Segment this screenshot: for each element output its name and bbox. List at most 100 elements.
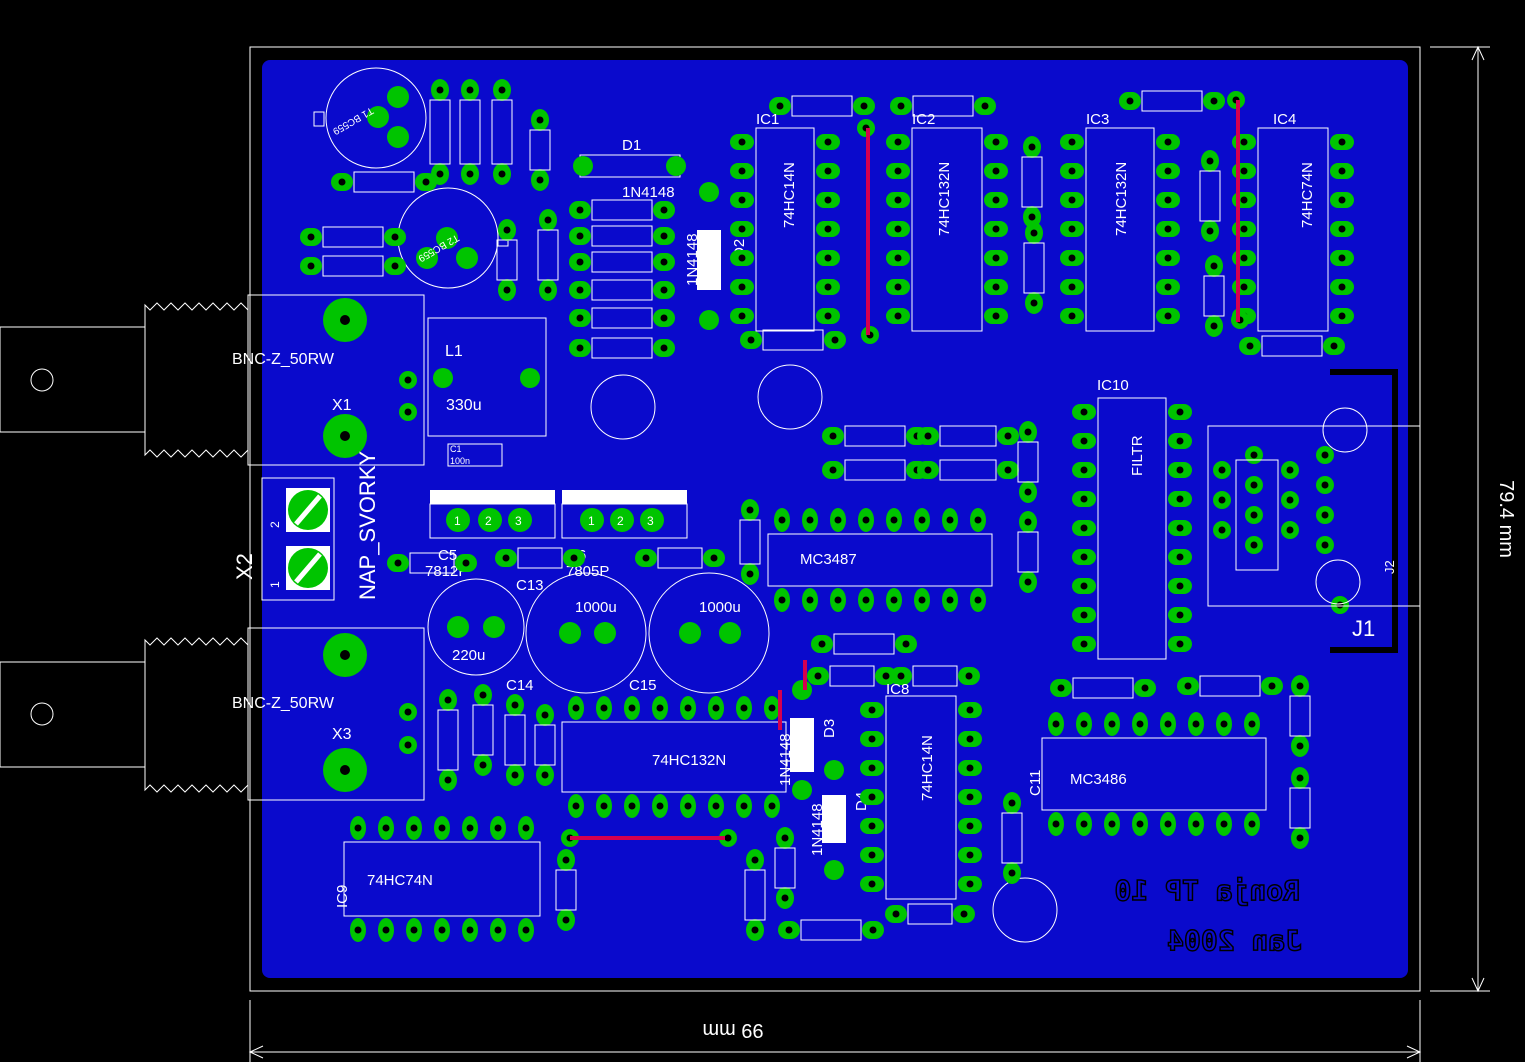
x2-value-label: NAP_SVORKY (355, 451, 380, 600)
ic10-ref: IC10 (1097, 377, 1129, 394)
cap-c14 (525, 572, 647, 694)
passive-part (555, 849, 577, 931)
led-3 (992, 877, 1058, 943)
ic3-package (1060, 127, 1180, 332)
passive-part (569, 337, 675, 359)
passive-part (569, 307, 675, 329)
d1-value: 1N4148 (622, 184, 675, 201)
x2-pin-1: 1 (268, 581, 282, 588)
x3-ref-label: X3 (332, 726, 352, 743)
passive-part (890, 95, 996, 117)
passive-part (1050, 677, 1156, 699)
ic2-value: 74HC132N (936, 162, 953, 236)
reg1-pin3: 3 (515, 514, 522, 528)
passive-part (569, 225, 675, 247)
passive-part (495, 547, 585, 569)
passive-part (472, 684, 494, 776)
c15-ref: C15 (629, 677, 657, 694)
ic10-value: FILTR (1129, 435, 1146, 476)
c1-ref: C1 (450, 444, 462, 454)
passive-part (1239, 335, 1345, 357)
height-dimension-label: 79.4 mm (1495, 480, 1517, 558)
passive-part (569, 279, 675, 301)
board-title: Ronja TP 10 Jan 2004 (1114, 873, 1303, 958)
led-2 (757, 364, 823, 430)
d4-value: 1N4148 (809, 803, 826, 856)
passive-part (529, 109, 551, 191)
passive-part (569, 251, 675, 273)
l1-value-label: 330u (446, 397, 482, 414)
x2-pin-2: 2 (268, 521, 282, 528)
mc3487-package (767, 508, 993, 612)
top-traces (570, 100, 1240, 840)
ic4-ref: IC4 (1273, 111, 1296, 128)
ic9-ref: IC9 (334, 885, 351, 908)
ic7-value: 74HC132N (652, 752, 726, 769)
ic1-package (730, 127, 840, 332)
passive-part (1289, 767, 1311, 849)
bnc-connector-x3 (0, 627, 425, 801)
reg2-pin3: 3 (647, 514, 654, 528)
c15-value: 1000u (699, 599, 741, 616)
c13-value: 220u (452, 647, 485, 664)
passive-part (885, 903, 975, 925)
ic1-ref: IC1 (756, 111, 779, 128)
ic1-value: 74HC14N (781, 162, 798, 228)
passive-part (459, 79, 481, 185)
dimension-width (248, 1000, 1422, 1062)
passive-part (1203, 255, 1225, 337)
passive-part (1017, 511, 1039, 593)
diode-d2-body (697, 230, 721, 290)
mc3486-package (1041, 712, 1267, 836)
ic2-ref: IC2 (912, 111, 935, 128)
regulator-7805 (561, 490, 688, 539)
passive-part (569, 199, 675, 221)
passive-part (1023, 222, 1045, 314)
bnc-connector-x1 (0, 294, 425, 466)
passive-part (811, 633, 917, 655)
passive-part (917, 459, 1019, 481)
cap-c15 (648, 572, 770, 694)
passive-part (496, 219, 518, 301)
passive-part (917, 425, 1019, 447)
reg2-pin1: 1 (588, 514, 595, 528)
c6-value: 7805P (566, 563, 609, 580)
ic3-ref: IC3 (1086, 111, 1109, 128)
passive-part (534, 704, 556, 786)
reg1-pin2: 2 (485, 514, 492, 528)
ic8-value: 74HC14N (919, 735, 936, 801)
led-1 (590, 374, 656, 440)
passive-part (387, 552, 477, 574)
ic8-package (860, 695, 982, 900)
passive-part (491, 79, 513, 185)
passive-part (1119, 90, 1225, 112)
ic9-package (343, 816, 541, 942)
x1-ref-label: X1 (332, 397, 352, 414)
passive-part (429, 79, 451, 185)
passive-part (774, 827, 796, 909)
transistor-t1 (313, 67, 427, 169)
j1-ref: J1 (1352, 616, 1375, 641)
x3-value-label: BNC-Z_50RW (232, 695, 335, 712)
passive-part (739, 499, 761, 585)
x2-ref-label: X2 (232, 553, 257, 580)
x1-value-label: BNC-Z_50RW (232, 351, 335, 368)
passive-part (769, 95, 875, 117)
passive-part (300, 226, 406, 248)
width-dimension-label: 99 mm (702, 1019, 763, 1041)
passive-part (744, 849, 766, 941)
reg1-pin1: 1 (454, 514, 461, 528)
passive-part (437, 689, 459, 791)
ic3-value: 74HC132N (1113, 162, 1130, 236)
diode-d4-body (822, 795, 846, 843)
c5-ref: C5 (438, 547, 457, 564)
connector-j2 (1207, 407, 1421, 607)
diode-d3-body (790, 718, 814, 772)
passive-part (504, 694, 526, 786)
c13-ref: C13 (516, 577, 544, 594)
dimension-height (1430, 45, 1490, 993)
passive-part (1017, 421, 1039, 503)
inductor-l1-outline (427, 317, 547, 437)
regulator-7812 (429, 490, 556, 539)
